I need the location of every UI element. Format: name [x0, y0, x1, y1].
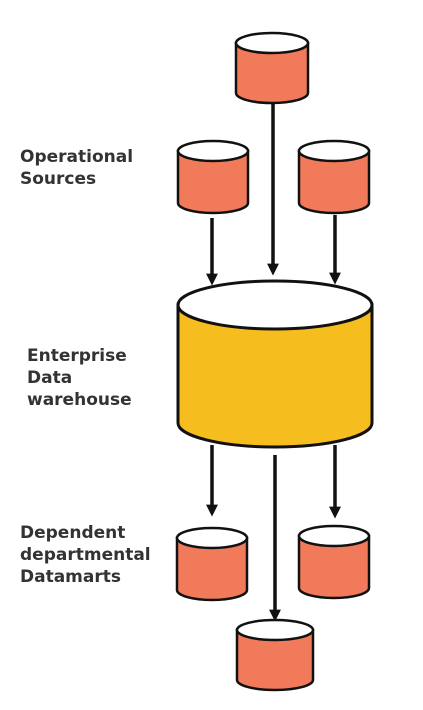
- datamart-database-left: [175, 526, 249, 602]
- datamart-database-right: [297, 524, 371, 600]
- enterprise-data-warehouse-cylinder: [176, 279, 374, 449]
- source-database-right: [297, 139, 371, 215]
- datamart-database-bottom: [235, 618, 315, 692]
- source-database-top: [234, 31, 310, 105]
- datamarts-label: Dependent departmental Datamarts: [20, 523, 151, 587]
- source-database-left: [176, 139, 250, 215]
- enterprise-data-warehouse-label: Enterprise Data warehouse: [27, 346, 132, 410]
- operational-sources-label: Operational Sources: [20, 147, 134, 189]
